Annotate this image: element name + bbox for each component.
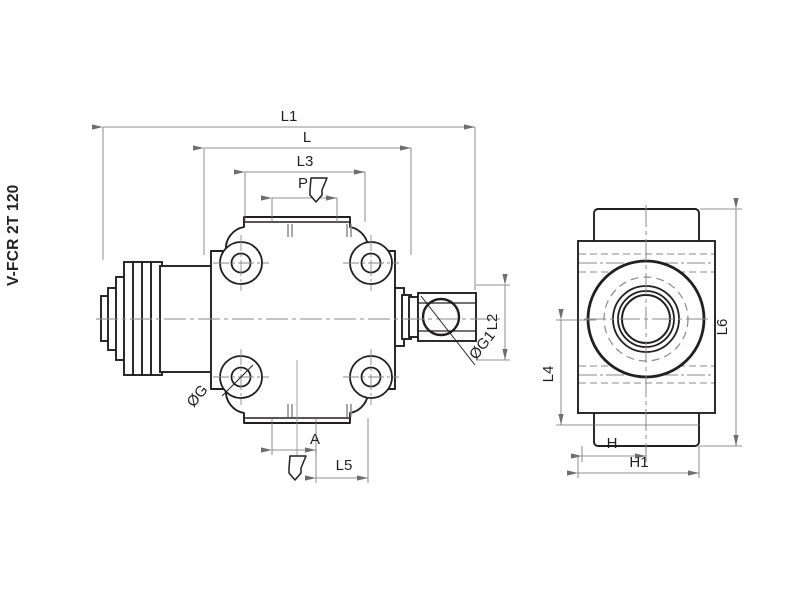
dimension-A: A (261, 418, 320, 455)
dimension-label-L3: L3 (297, 153, 314, 170)
flow-arrow-A-icon (288, 455, 307, 481)
dimension-label-L2: L2 (484, 314, 501, 331)
dimension-L: L (193, 129, 412, 255)
adjustment-knob-fins (100, 261, 163, 376)
front-view: L1 L L3 P (92, 108, 510, 483)
dimension-label-P: P (298, 175, 308, 192)
hidden-thread-ticks (287, 224, 352, 417)
end-view: L6 L4 H H1 (540, 198, 742, 478)
dimension-P: P (261, 175, 338, 222)
dimension-label-L6: L6 (714, 319, 731, 336)
end-view-center-lines (584, 205, 712, 450)
dimension-L6: L6 (700, 198, 742, 447)
dimension-label-L5: L5 (336, 457, 353, 474)
dimension-label-L4: L4 (540, 366, 557, 383)
dimension-label-A: A (310, 431, 320, 448)
boss-center-marks (213, 235, 399, 405)
dimension-label-G: ØG (184, 382, 212, 411)
dimension-label-H1: H1 (629, 454, 648, 471)
flow-arrow-P-icon (309, 177, 328, 203)
dimension-L3: L3 (234, 153, 366, 222)
port-bore-circle (421, 297, 461, 337)
dimension-L4: L4 (540, 309, 700, 426)
port-block-inner-lines (418, 302, 476, 332)
dimension-H1: H1 (567, 446, 700, 478)
dimension-label-H: H (607, 435, 618, 452)
dimension-H: H (571, 435, 647, 462)
dimension-label-L: L (303, 129, 311, 146)
dimension-label-L1: L1 (281, 108, 298, 125)
dimension-L2: L2 (476, 274, 510, 361)
dimension-L1: L1 (92, 108, 476, 290)
dimension-L5: L5 (305, 418, 369, 483)
